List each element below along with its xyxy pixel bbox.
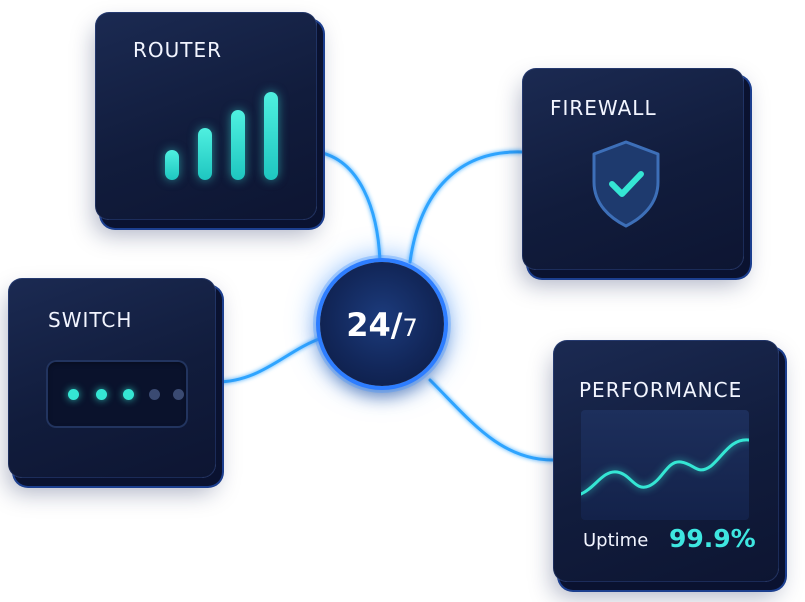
link-performance xyxy=(428,378,555,462)
performance-title: PERFORMANCE xyxy=(579,378,743,402)
port-led-active xyxy=(123,389,134,400)
firewall-title: FIREWALL xyxy=(550,96,657,120)
performance-card: PERFORMANCE Uptime 99.9% xyxy=(553,340,779,582)
shield-check-icon xyxy=(592,140,660,228)
hub-label: 24/7 xyxy=(320,306,444,344)
port-led-active xyxy=(68,389,79,400)
port-led-active xyxy=(96,389,107,400)
uptime-label: Uptime xyxy=(583,530,649,551)
hub-small-text: 7 xyxy=(402,314,418,342)
availability-hub: 24/7 xyxy=(320,262,444,386)
link-router xyxy=(316,150,382,264)
switch-title: SWITCH xyxy=(48,308,133,332)
link-firewall xyxy=(408,150,524,264)
signal-bar xyxy=(264,92,278,180)
port-led-inactive xyxy=(149,389,160,400)
router-card: ROUTER xyxy=(95,12,317,220)
switch-card: SWITCH xyxy=(8,278,216,478)
firewall-card: FIREWALL xyxy=(522,68,744,270)
signal-bar xyxy=(231,110,245,180)
performance-wave-line xyxy=(579,438,751,496)
signal-bar xyxy=(198,128,212,180)
signal-bar xyxy=(165,150,179,180)
link-switch xyxy=(214,336,324,384)
hub-main-text: 24/ xyxy=(346,306,403,344)
router-title: ROUTER xyxy=(133,38,223,62)
uptime-value: 99.9% xyxy=(669,524,756,553)
switch-port-panel xyxy=(46,360,188,428)
port-led-inactive xyxy=(173,389,184,400)
performance-graph xyxy=(579,410,751,520)
